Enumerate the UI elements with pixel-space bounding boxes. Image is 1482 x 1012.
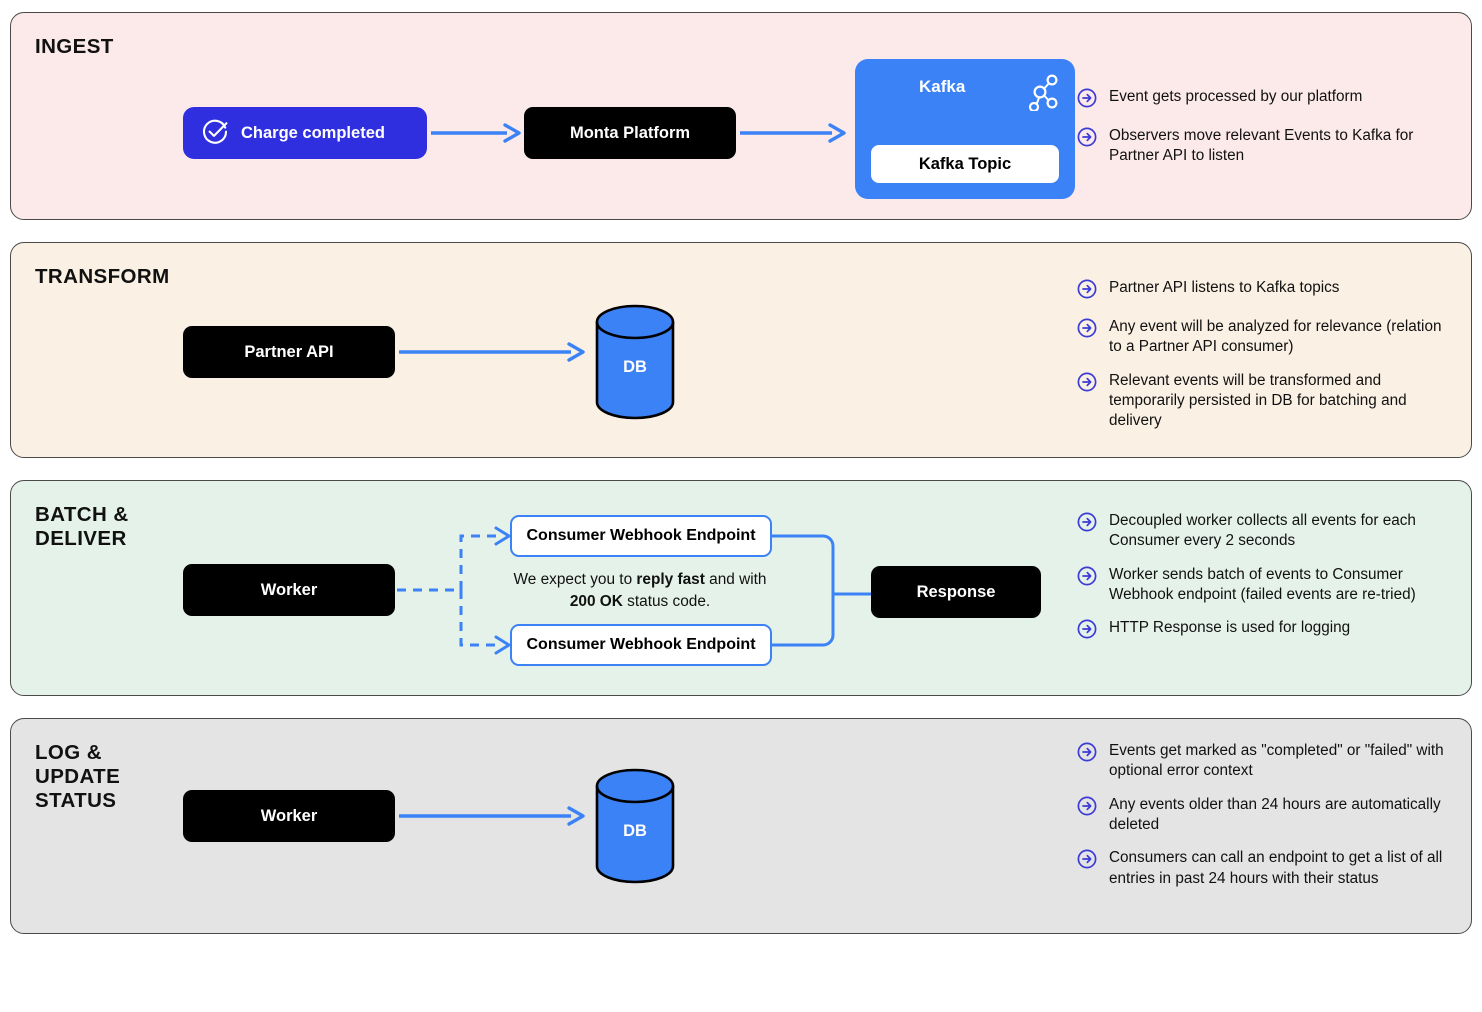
node-response[interactable]: Response xyxy=(871,566,1041,618)
section-log-update-status: LOG & UPDATE STATUS Worker DB xyxy=(10,718,1472,934)
reply-note-l1c: and xyxy=(704,571,735,588)
node-db-log-label: DB xyxy=(623,822,647,840)
node-worker-batch-label: Worker xyxy=(260,580,318,599)
node-charge-completed-label: Charge completed xyxy=(241,123,385,142)
kafka-nodes-icon xyxy=(1025,73,1059,116)
node-kafka-topic-label: Kafka Topic xyxy=(918,154,1012,173)
node-partner-api-label: Partner API xyxy=(244,342,334,361)
note-text: Event gets processed by our platform xyxy=(1109,88,1363,105)
node-monta-platform-label: Monta Platform xyxy=(569,123,691,142)
section-title-batch-deliver: BATCH & DELIVER xyxy=(35,503,129,551)
note-text: HTTP Response is used for logging xyxy=(1109,619,1351,637)
node-monta-platform[interactable]: Monta Platform xyxy=(524,107,736,159)
section-title-log-update-status: LOG & UPDATE STATUS xyxy=(35,741,121,813)
node-consumer-webhook-endpoint-bottom[interactable]: Consumer Webhook Endpoint xyxy=(510,624,772,666)
node-db-transform-label: DB xyxy=(623,358,647,376)
arrow-circle-right-icon xyxy=(1077,742,1097,767)
arrow-circle-right-icon xyxy=(1077,566,1097,591)
section-title-transform: TRANSFORM xyxy=(35,265,170,288)
note-text: Partner API listens to Kafka topics xyxy=(1109,279,1340,296)
note-item: Any events older than 24 hours are autom… xyxy=(1077,795,1449,836)
node-charge-completed[interactable]: Charge completed xyxy=(183,107,427,159)
note-text: Worker sends batch of events to Consumer… xyxy=(1109,565,1416,604)
arrow-circle-right-icon xyxy=(1077,619,1097,644)
reply-fast-note: We expect you to reply fast and with 200… xyxy=(500,569,780,613)
check-circle-icon xyxy=(201,117,229,150)
section-ingest: INGEST Charge completed Monta Platform xyxy=(10,12,1472,220)
note-text: Consumers can call an endpoint to get a … xyxy=(1109,849,1443,887)
note-item: Events get marked as "completed" or "fai… xyxy=(1077,741,1449,782)
reply-note-l2c: status code. xyxy=(622,593,711,611)
note-text: Relevant events will be transformed and … xyxy=(1109,371,1407,430)
note-item: Consumers can call an endpoint to get a … xyxy=(1077,848,1449,889)
note-text: Decoupled worker collects all events for… xyxy=(1109,512,1416,550)
arrow-platform-to-kafka xyxy=(740,123,846,143)
reply-note-l2a: with xyxy=(739,571,767,588)
arrow-worker-to-db xyxy=(399,806,585,826)
node-db-log[interactable]: DB xyxy=(594,767,676,890)
arrow-circle-right-icon xyxy=(1077,849,1097,874)
arrow-circle-right-icon xyxy=(1077,512,1097,537)
note-item: Observers move relevant Events to Kafka … xyxy=(1077,126,1449,167)
note-item: Relevant events will be transformed and … xyxy=(1077,371,1449,432)
node-worker-log-label: Worker xyxy=(260,806,318,825)
notes-batch-deliver: Decoupled worker collects all events for… xyxy=(1077,511,1449,644)
note-text: Any event will be analyzed for relevance… xyxy=(1109,318,1442,356)
arrow-charge-to-platform xyxy=(431,123,521,143)
node-db-transform[interactable]: DB xyxy=(594,303,676,426)
notes-transform: Partner API listens to Kafka topics Any … xyxy=(1077,278,1449,432)
node-kafka-title: Kafka xyxy=(919,77,966,96)
node-worker-log[interactable]: Worker xyxy=(183,790,395,842)
reply-note-l1b: reply fast xyxy=(636,571,705,588)
node-consumer-webhook-endpoint-top[interactable]: Consumer Webhook Endpoint xyxy=(510,515,772,557)
notes-ingest: Event gets processed by our platform Obs… xyxy=(1077,87,1449,167)
node-worker-batch[interactable]: Worker xyxy=(183,564,395,616)
note-item: Any event will be analyzed for relevance… xyxy=(1077,317,1449,358)
section-batch-deliver: BATCH & DELIVER Worker Consumer Webhook … xyxy=(10,480,1472,696)
node-response-label: Response xyxy=(916,582,996,601)
arrow-circle-right-icon xyxy=(1077,796,1097,821)
reply-note-l2b: 200 OK xyxy=(569,593,623,611)
notes-log-update-status: Events get marked as "completed" or "fai… xyxy=(1077,741,1449,889)
section-transform: TRANSFORM Partner API DB xyxy=(10,242,1472,458)
node-kafka-topic[interactable]: Kafka Topic xyxy=(871,145,1059,183)
note-item: Decoupled worker collects all events for… xyxy=(1077,511,1449,552)
note-item: Event gets processed by our platform xyxy=(1077,87,1449,113)
arrow-circle-right-icon xyxy=(1077,279,1097,304)
dashed-fork-worker-to-webhooks xyxy=(397,526,511,655)
note-text: Any events older than 24 hours are autom… xyxy=(1109,795,1441,834)
arrow-circle-right-icon xyxy=(1077,372,1097,397)
connector-webhooks-to-response xyxy=(772,534,871,647)
node-consumer-webhook-endpoint-top-label: Consumer Webhook Endpoint xyxy=(526,527,756,544)
note-item: Worker sends batch of events to Consumer… xyxy=(1077,565,1449,606)
section-title-ingest: INGEST xyxy=(35,35,114,58)
note-item: HTTP Response is used for logging xyxy=(1077,618,1449,644)
arrow-partner-api-to-db xyxy=(399,342,585,362)
arrow-circle-right-icon xyxy=(1077,318,1097,343)
note-item: Partner API listens to Kafka topics xyxy=(1077,278,1449,304)
node-partner-api[interactable]: Partner API xyxy=(183,326,395,378)
note-text: Observers move relevant Events to Kafka … xyxy=(1109,127,1414,165)
node-kafka[interactable]: Kafka Kafka Topic xyxy=(855,59,1075,199)
reply-note-l1a: We expect you to xyxy=(513,571,637,588)
note-text: Events get marked as "completed" or "fai… xyxy=(1109,742,1444,780)
arrow-circle-right-icon xyxy=(1077,127,1097,152)
arrow-circle-right-icon xyxy=(1077,88,1097,113)
node-consumer-webhook-endpoint-bottom-label: Consumer Webhook Endpoint xyxy=(526,636,756,653)
